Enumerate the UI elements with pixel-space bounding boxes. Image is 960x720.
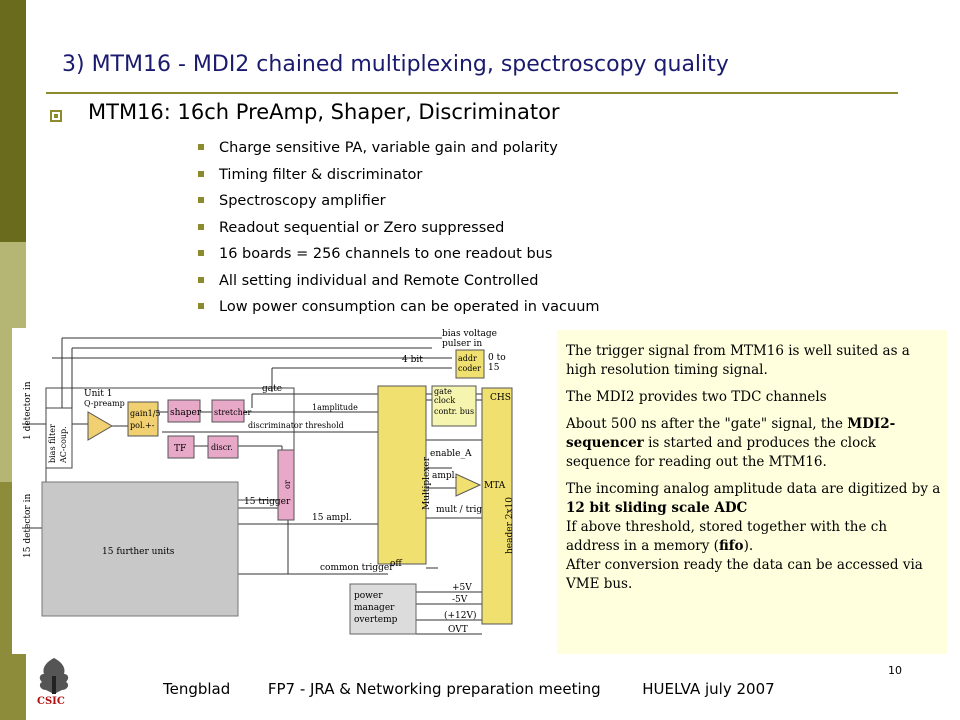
label-gate: gate <box>262 384 282 394</box>
label-contr-bus: contr. bus <box>434 407 474 416</box>
label-discr: discr. <box>211 443 233 452</box>
label-pol: pol.+- <box>130 421 155 430</box>
label-bias-filter: bias filter <box>48 424 57 463</box>
label-header: header 2x10 <box>505 497 515 554</box>
label-power: power <box>354 591 383 601</box>
label-v12: (+12V) <box>444 610 477 621</box>
label-manager: manager <box>354 603 395 613</box>
label-detector1: 1 detector in <box>23 381 33 440</box>
label-chs: CHS <box>490 393 511 403</box>
preamp-triangle <box>87 411 113 441</box>
feature-item: Timing filter & discriminator <box>196 165 600 192</box>
description-paragraph: About 500 ns after the "gate" signal, th… <box>566 415 941 472</box>
label-ac-coup: AC-coup. <box>59 426 68 464</box>
feature-item: Spectroscopy amplifier <box>196 191 600 218</box>
label-disc-threshold: discriminator threshold <box>248 421 344 430</box>
label-gain: gain1/5 <box>130 409 160 418</box>
label-coder: coder <box>458 364 481 373</box>
label-off: off <box>390 559 402 569</box>
description-paragraph: The trigger signal from MTM16 is well su… <box>566 343 910 378</box>
logo-text: CSIC <box>37 696 65 706</box>
feature-item: Readout sequential or Zero suppressed <box>196 218 600 245</box>
title-divider <box>46 92 898 94</box>
label-vpos5: +5V <box>452 583 472 593</box>
feature-item: Charge sensitive PA, variable gain and p… <box>196 138 600 165</box>
label-ampl15: 15 ampl. <box>312 513 352 523</box>
label-mult-trig: mult / trig <box>436 505 482 515</box>
label-ovt: OVT <box>448 625 468 635</box>
label-detector15: 15 detector in <box>23 494 33 558</box>
text-span: The incoming analog amplitude data are d… <box>566 481 941 497</box>
label-amplitude: 1amplitude <box>312 403 358 412</box>
label-range15: 15 <box>488 363 500 373</box>
block-diagram-svg: bias voltage pulser in 4 bit addr coder … <box>22 329 515 635</box>
label-clock: clock <box>434 396 455 405</box>
label-stretcher: stretcher <box>214 408 251 417</box>
footer-place: HUELVA july 2007 <box>642 680 775 698</box>
label-gate-ctrl: gate <box>434 387 452 396</box>
square-bullet-icon <box>50 110 62 122</box>
slide-title: 3) MTM16 - MDI2 chained multiplexing, sp… <box>62 52 729 77</box>
label-q-preamp: Q-preamp <box>84 399 125 408</box>
label-shaper: shaper <box>170 408 202 418</box>
label-range0: 0 to <box>488 353 506 363</box>
label-common-trigger: common trigger <box>320 563 394 573</box>
label-ampl: ampl. <box>432 471 458 481</box>
label-or: or <box>283 480 292 489</box>
label-unit1: Unit 1 <box>84 389 112 399</box>
description-paragraph: The MDI2 provides two TDC channels <box>566 389 827 405</box>
label-addr: addr <box>458 354 477 363</box>
bold-term: 12 bit sliding scale ADC <box>566 500 748 516</box>
label-pulser-in: pulser in <box>442 339 482 349</box>
label-multiplexer: Multiplexer <box>422 456 432 510</box>
label-bias-voltage: bias voltage <box>442 329 497 339</box>
label-enable-a: enable_A <box>430 449 472 459</box>
main-bullet-text: MTM16: 16ch PreAmp, Shaper, Discriminato… <box>88 100 560 124</box>
bold-term: MDI2-sequencer <box>566 416 896 451</box>
feature-item: All setting individual and Remote Contro… <box>196 271 600 298</box>
block-diagram: bias voltage pulser in 4 bit addr coder … <box>12 328 554 654</box>
label-vneg5: -5V <box>452 595 468 605</box>
text-span: About 500 ns after the "gate" signal, th… <box>566 416 848 432</box>
bold-term: fifo <box>718 538 744 554</box>
feature-item: Low power consumption can be operated in… <box>196 297 600 324</box>
label-tf: TF <box>174 444 186 454</box>
feature-list: Charge sensitive PA, variable gain and p… <box>196 138 600 324</box>
text-span: After conversion ready the data can be a… <box>566 557 923 592</box>
description-box: The trigger signal from MTM16 is well su… <box>557 330 947 654</box>
description-paragraph: The incoming analog amplitude data are d… <box>566 480 941 594</box>
feature-item: 16 boards = 256 channels to one readout … <box>196 244 600 271</box>
label-mta: MTA <box>484 481 506 491</box>
label-trigger15: 15 trigger <box>244 497 291 507</box>
page-number: 10 <box>888 664 902 677</box>
label-further-units: 15 further units <box>102 547 175 557</box>
text-span: ). <box>743 538 754 554</box>
text-span: If above threshold, stored together with… <box>566 519 888 554</box>
label-4bit: 4 bit <box>402 355 423 365</box>
csic-logo: CSIC <box>34 656 74 707</box>
slide-footer: Tengblad FP7 - JRA & Networking preparat… <box>163 680 775 698</box>
footer-event: FP7 - JRA & Networking preparation meeti… <box>267 680 601 698</box>
label-overtemp: overtemp <box>354 615 398 625</box>
left-accent-bar-dark <box>0 0 26 242</box>
footer-author: Tengblad <box>163 680 231 698</box>
text-span: is started and produces the clock sequen… <box>566 435 876 470</box>
